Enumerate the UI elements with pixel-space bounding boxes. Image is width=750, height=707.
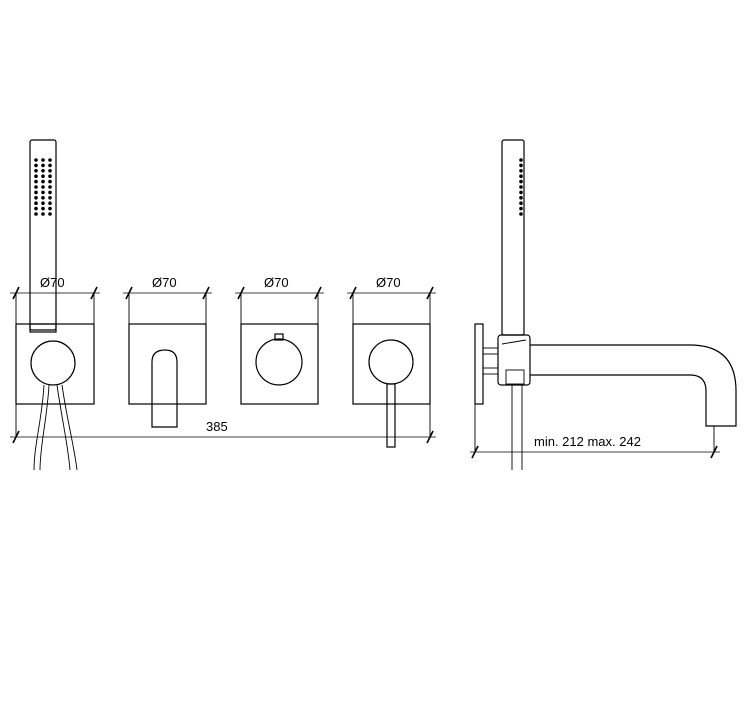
shower-holder-side bbox=[497, 334, 531, 386]
nozzle-dot bbox=[48, 196, 52, 200]
nozzle-dot bbox=[34, 169, 38, 173]
diameter-dimension-1: Ø70 bbox=[10, 275, 100, 324]
diameter-label: Ø70 bbox=[40, 275, 65, 290]
nozzle-dot bbox=[34, 163, 38, 168]
wall-plate-side bbox=[474, 323, 484, 405]
nozzle-dot bbox=[519, 179, 523, 184]
diameter-dimension-3: Ø70 bbox=[235, 275, 324, 324]
overall-width-dimension: 385 bbox=[10, 404, 436, 444]
overall-width-label: 385 bbox=[206, 419, 228, 434]
nozzle-dot bbox=[34, 196, 38, 200]
shower-nozzle-grid bbox=[34, 158, 52, 216]
diverter-plate bbox=[240, 323, 319, 405]
mixer-plate bbox=[352, 323, 431, 448]
nozzle-dot bbox=[48, 179, 52, 184]
diameter-label: Ø70 bbox=[152, 275, 177, 290]
nozzle-dot bbox=[34, 201, 38, 205]
nozzle-dot bbox=[48, 158, 52, 162]
nozzle-dot bbox=[34, 206, 38, 211]
nozzle-dot bbox=[34, 190, 38, 195]
nozzle-dot bbox=[48, 201, 52, 205]
nozzle-dot bbox=[48, 212, 52, 216]
diameter-dimension-4: Ø70 bbox=[347, 275, 436, 324]
nozzle-dot bbox=[519, 201, 523, 205]
nozzle-dot bbox=[41, 163, 45, 168]
side-nozzles bbox=[519, 158, 523, 216]
nozzle-dot bbox=[41, 158, 45, 162]
nozzle-dot bbox=[41, 179, 45, 184]
nozzle-dot bbox=[48, 190, 52, 195]
spout-projection-label: min. 212 max. 242 bbox=[534, 434, 641, 449]
nozzle-dot bbox=[41, 185, 45, 189]
nozzle-dot bbox=[34, 158, 38, 162]
nozzle-dot bbox=[34, 179, 38, 184]
nozzle-dot bbox=[519, 190, 523, 195]
nozzle-dot bbox=[34, 212, 38, 216]
nozzle-dot bbox=[34, 174, 38, 178]
nozzle-dot bbox=[519, 163, 523, 168]
side-view: min. 212 max. 242 bbox=[470, 139, 737, 470]
nozzle-dot bbox=[519, 169, 523, 173]
diameter-label: Ø70 bbox=[376, 275, 401, 290]
nozzle-dot bbox=[48, 174, 52, 178]
nozzle-dot bbox=[48, 169, 52, 173]
diameter-label: Ø70 bbox=[264, 275, 289, 290]
diameter-dimension-2: Ø70 bbox=[123, 275, 212, 324]
nozzle-dot bbox=[48, 163, 52, 168]
nozzle-dot bbox=[519, 185, 523, 189]
shower-outlet-plate bbox=[15, 323, 95, 471]
nozzle-dot bbox=[41, 212, 45, 216]
nozzle-dot bbox=[34, 185, 38, 189]
nozzle-dot bbox=[519, 174, 523, 178]
nozzle-dot bbox=[41, 201, 45, 205]
nozzle-dot bbox=[41, 190, 45, 195]
nozzle-dot bbox=[48, 185, 52, 189]
nozzle-dot bbox=[519, 212, 523, 216]
nozzle-dot bbox=[41, 196, 45, 200]
nozzle-dot bbox=[519, 206, 523, 211]
spout-plate bbox=[128, 323, 207, 428]
nozzle-dot bbox=[48, 206, 52, 211]
spout-side bbox=[530, 344, 737, 427]
nozzle-dot bbox=[41, 174, 45, 178]
nozzle-dot bbox=[519, 196, 523, 200]
nozzle-dot bbox=[41, 169, 45, 173]
nozzle-dot bbox=[41, 206, 45, 211]
nozzle-dot bbox=[519, 158, 523, 162]
hand-shower-front bbox=[29, 139, 57, 331]
